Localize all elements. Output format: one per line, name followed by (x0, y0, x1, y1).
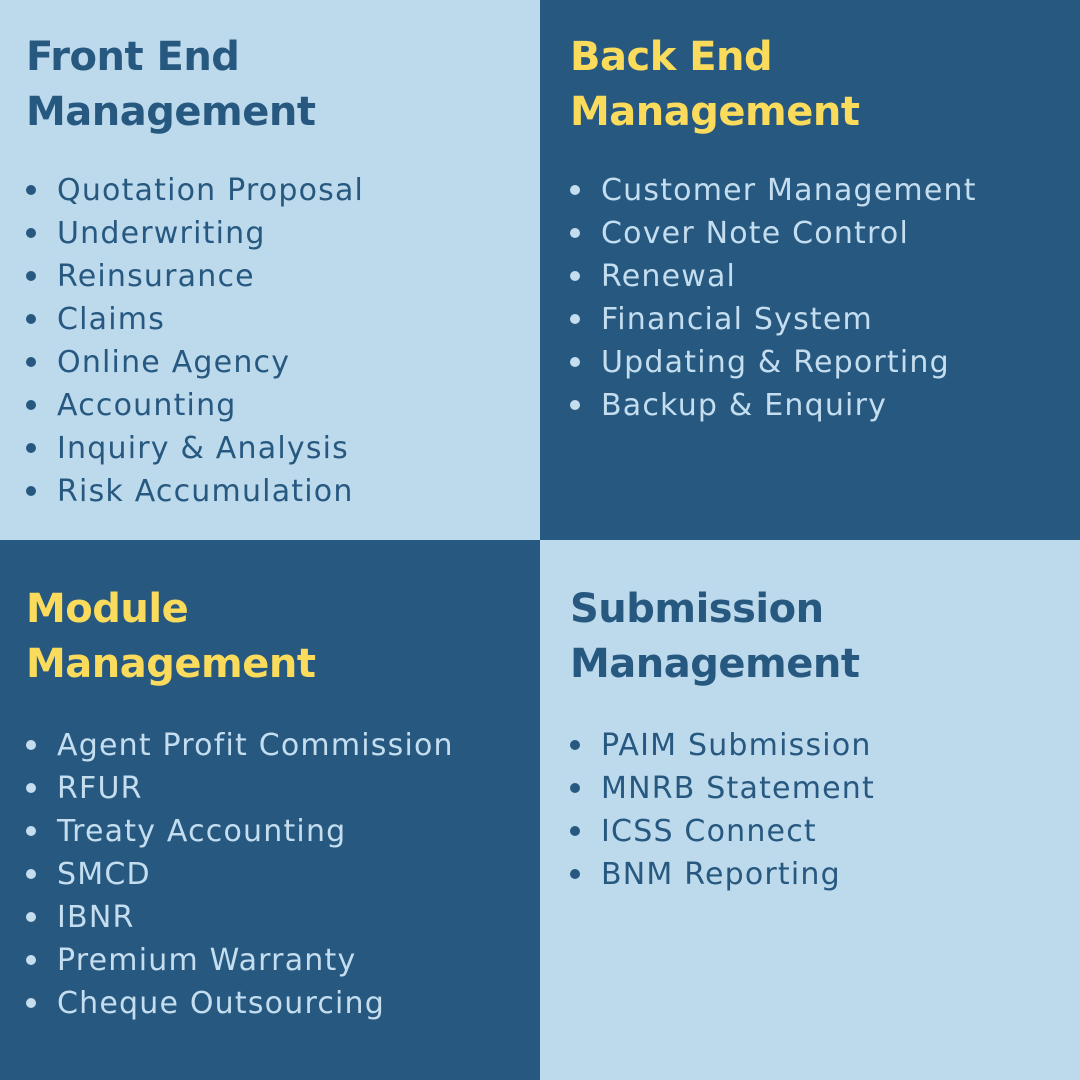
bullet-icon (26, 271, 36, 281)
module-management-title: Module Management (26, 586, 316, 687)
back-end-management-title: Back End Management (570, 34, 860, 135)
bullet-icon (26, 740, 36, 750)
bullet-icon (26, 486, 36, 496)
bullet-icon (26, 185, 36, 195)
front-end-management-panel: Front End Management Quotation Proposal … (0, 0, 540, 540)
bullet-icon (570, 869, 580, 879)
bullet-icon (570, 185, 580, 195)
back-end-management-panel: Back End Management Customer Management … (540, 0, 1080, 540)
bullet-icon (26, 783, 36, 793)
bullet-icon (570, 783, 580, 793)
submission-management-panel: Submission Management PAIM Submission MN… (540, 540, 1080, 1080)
bullet-icon (570, 314, 580, 324)
bullet-icon (26, 998, 36, 1008)
front-end-management-title: Front End Management (26, 34, 316, 135)
bullet-icon (570, 357, 580, 367)
bullet-icon (26, 400, 36, 410)
bullet-icon (26, 826, 36, 836)
bullet-icon (26, 357, 36, 367)
module-management-panel: Module Management Agent Profit Commissio… (0, 540, 540, 1080)
bullet-icon (26, 869, 36, 879)
bullet-icon (570, 271, 580, 281)
bullet-icon (570, 228, 580, 238)
bullet-icon (26, 955, 36, 965)
bullet-icon (26, 443, 36, 453)
bullet-icon (26, 912, 36, 922)
bullet-icon (570, 740, 580, 750)
bullet-icon (26, 314, 36, 324)
submission-management-title: Submission Management (570, 586, 860, 687)
bullet-icon (570, 826, 580, 836)
bullet-icon (26, 228, 36, 238)
bullet-icon (570, 400, 580, 410)
